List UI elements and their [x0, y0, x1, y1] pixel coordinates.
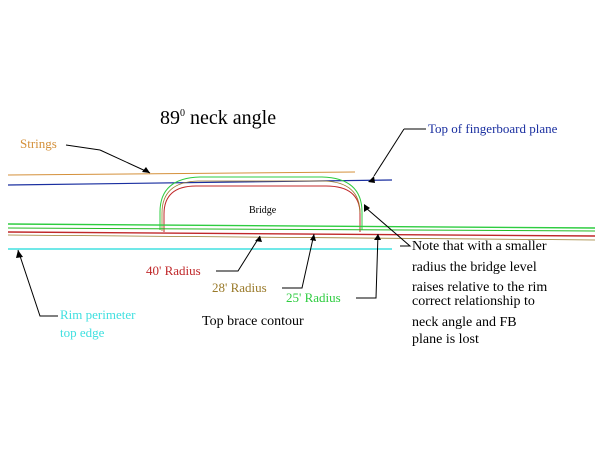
radius-28-leader: [282, 233, 315, 289]
radius-40-label: 40' Radius: [146, 263, 201, 278]
radius-40-leader: [216, 235, 261, 272]
radius-25-arrow: [374, 234, 381, 240]
note-line-2: radius the bridge level: [412, 260, 537, 275]
radius-25-label: 25' Radius: [286, 290, 341, 305]
strings-leader-2: [99, 149, 151, 174]
top-contour-25: [7, 223, 596, 229]
top-brace-label: Top brace contour: [202, 314, 304, 329]
note-arrow: [364, 204, 370, 212]
rim-leader: [17, 249, 58, 317]
strings-label: Strings: [20, 136, 57, 151]
fingerboard-leader-2: [373, 128, 405, 177]
title-text: neck angle: [185, 107, 276, 129]
note-line-5: neck angle and FB: [412, 315, 517, 330]
note-line-6: plane is lost: [412, 332, 479, 347]
note-line-1: Note that with a smaller: [412, 239, 547, 254]
radius-40-arrow: [255, 236, 262, 242]
strings-arrow: [142, 167, 150, 173]
radius-25-leader: [356, 233, 379, 299]
strings-line: [7, 171, 356, 176]
diagram-title: 890 neck angle: [160, 107, 276, 129]
radius-28-label: 28' Radius: [212, 280, 267, 295]
note-text: Note that with a smaller radius the brid…: [412, 239, 551, 347]
rim-label-line2: top edge: [60, 325, 105, 340]
bridge-outline-28: [161, 180, 361, 231]
bridge-outline-40: [163, 185, 361, 232]
title-degree: 0: [180, 108, 185, 119]
fingerboard-arrow: [368, 176, 375, 183]
strings-leader: [65, 144, 101, 151]
note-leader: [365, 207, 412, 247]
note-line-3: raises relative to the rim: [412, 280, 547, 295]
bridge-label: Bridge: [249, 205, 277, 216]
note-line-4: correct relationship to: [412, 294, 535, 309]
top-contour-green-2: [7, 227, 596, 232]
fingerboard-label: Top of fingerboard plane: [428, 121, 558, 136]
top-contour-40: [7, 231, 596, 237]
radius-28-arrow: [310, 234, 316, 241]
top-contour-28: [7, 234, 596, 241]
bridge-outline-25: [159, 176, 363, 230]
title-number: 89: [160, 107, 180, 129]
rim-label-line1: Rim perimeter: [60, 307, 136, 322]
